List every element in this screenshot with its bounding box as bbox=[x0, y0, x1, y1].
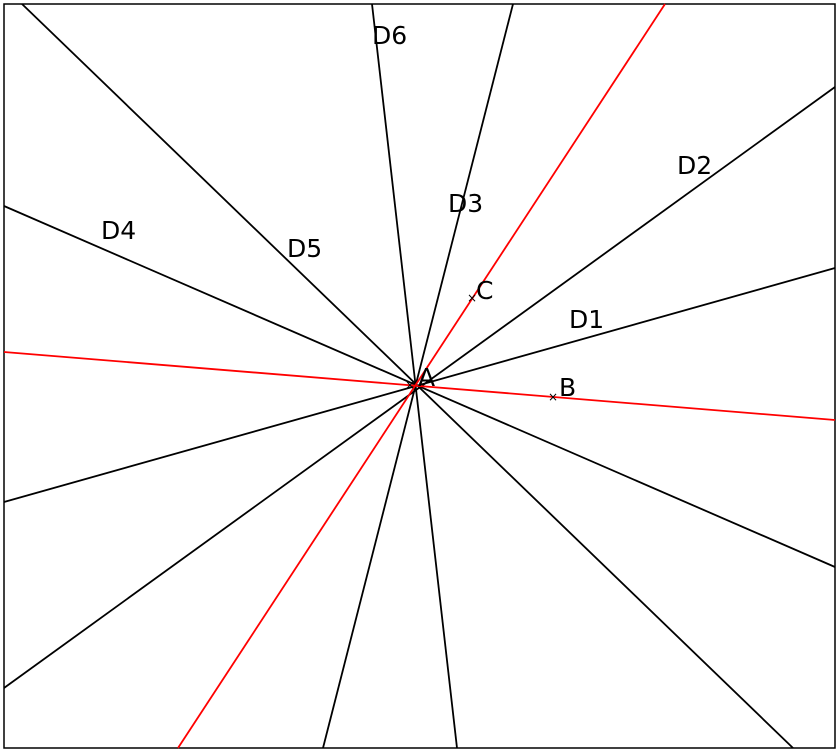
line-d3-label: D3 bbox=[448, 189, 483, 218]
point-c-marker: × bbox=[467, 291, 477, 305]
point-b-marker: × bbox=[548, 390, 558, 404]
line-d3 bbox=[322, 3, 514, 749]
line-d1-label: D1 bbox=[569, 305, 604, 334]
line-d6 bbox=[371, 3, 458, 749]
red-line-ab bbox=[3, 351, 836, 421]
line-d2-label: D2 bbox=[677, 151, 712, 180]
point-c-label: C bbox=[476, 276, 493, 305]
line-d5 bbox=[21, 3, 794, 749]
line-d5-label: D5 bbox=[287, 234, 322, 263]
figure-frame bbox=[3, 3, 836, 749]
line-d4-label: D4 bbox=[101, 216, 136, 245]
point-b-label: B bbox=[559, 373, 576, 402]
point-a-label: A bbox=[418, 363, 435, 392]
line-d1 bbox=[3, 267, 836, 503]
line-d6-label: D6 bbox=[372, 21, 407, 50]
red-line-ac bbox=[177, 3, 666, 749]
point-a-marker: × bbox=[405, 378, 415, 392]
